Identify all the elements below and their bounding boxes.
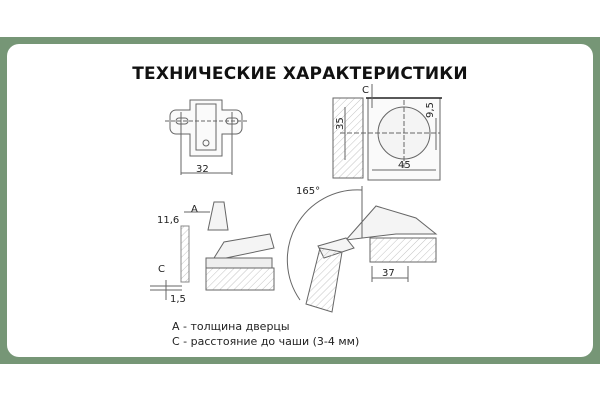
content-card: [7, 44, 593, 357]
dim-11-6: 11,6: [157, 215, 179, 226]
cup-view: [332, 84, 442, 181]
page-title: ТЕХНИЧЕСКИЕ ХАРАКТЕРИСТИКИ: [132, 64, 468, 84]
dim-c-side: C: [158, 264, 165, 275]
legend-a: A - толщина дверцы: [172, 320, 290, 333]
dim-45: 45: [398, 160, 411, 171]
dim-1-5: 1,5: [170, 294, 186, 305]
dim-9-5: 9,5: [425, 102, 436, 118]
dim-35: 35: [335, 117, 346, 130]
dim-37: 37: [382, 268, 395, 279]
dim-a: A: [191, 204, 198, 215]
dim-angle: 165°: [296, 186, 320, 197]
dim-32: 32: [196, 164, 209, 175]
mounting-plate-view: [165, 99, 248, 175]
dim-c-top: C: [362, 85, 369, 96]
legend-c: C - расстояние до чаши (3-4 мм): [172, 335, 360, 348]
legend: A - толщина дверцы C - расстояние до чаш…: [172, 319, 359, 349]
hinge-side-open: [286, 186, 438, 313]
hinge-side-closed: [150, 201, 275, 300]
